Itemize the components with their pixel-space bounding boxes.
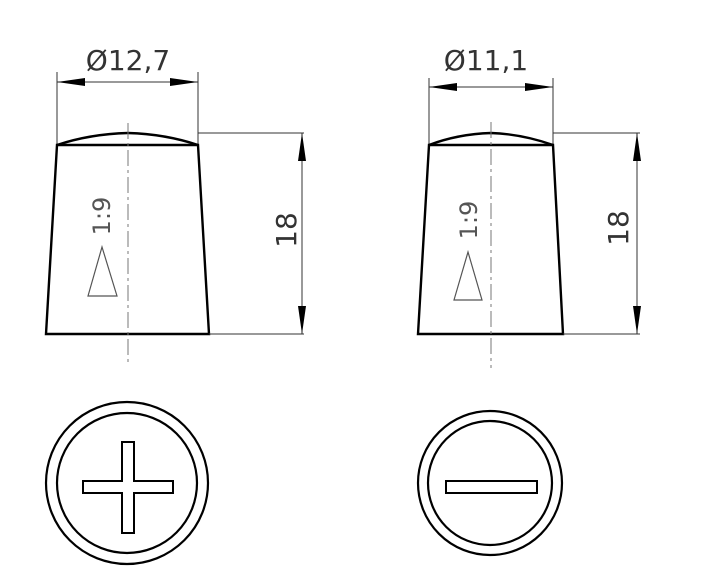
minus-icon xyxy=(445,480,538,494)
inner-ring xyxy=(55,411,199,555)
positive-terminal-top-view xyxy=(44,400,210,566)
height-label: 18 xyxy=(270,212,303,248)
taper-triangle-icon xyxy=(453,249,483,301)
outer-ring xyxy=(44,400,210,566)
negative-terminal-side-view: Ø11,1 18 1:9 xyxy=(416,44,641,368)
taper-label: 1:9 xyxy=(88,197,116,236)
height-label: 18 xyxy=(602,210,635,246)
outer-ring xyxy=(416,409,564,557)
diameter-label: Ø11,1 xyxy=(444,44,528,77)
positive-terminal-side-view: Ø12,7 18 1:9 xyxy=(44,44,306,366)
inner-ring xyxy=(426,419,554,547)
negative-terminal-top-view xyxy=(416,409,564,557)
taper-label: 1:9 xyxy=(455,201,483,240)
diameter-label: Ø12,7 xyxy=(86,44,170,77)
taper-triangle-icon xyxy=(87,244,118,297)
plus-icon xyxy=(82,441,174,534)
